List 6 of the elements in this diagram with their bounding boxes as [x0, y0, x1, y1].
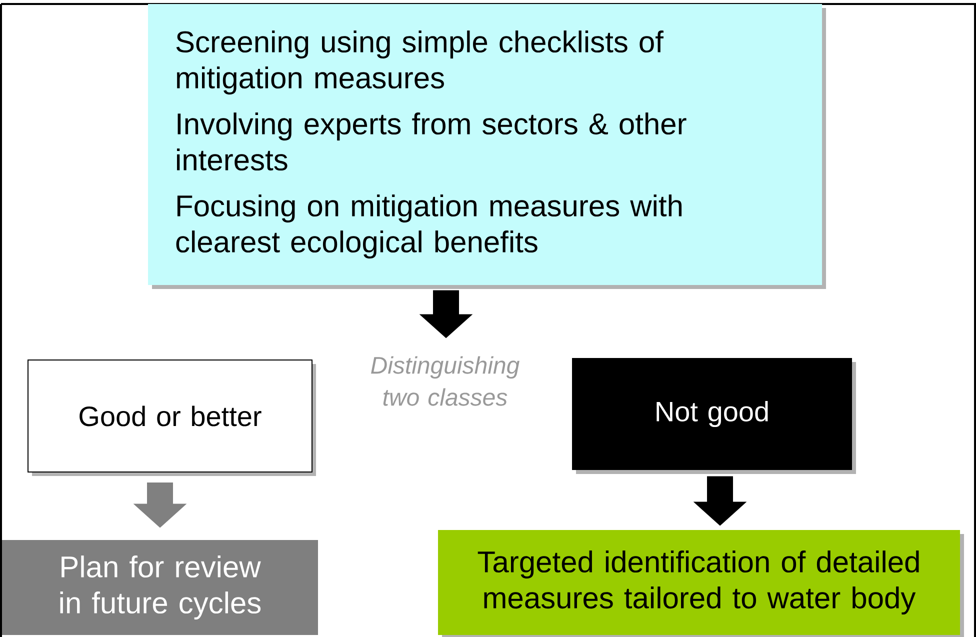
- class-box: Good or better: [28, 360, 316, 476]
- outcome-box: Plan for review in future cycles: [2, 540, 318, 635]
- note-text: Distinguishing two classes: [371, 356, 520, 406]
- class-box: Not good: [572, 358, 856, 474]
- checklist-box: Screening using simple checklists of mitigation measures Involving experts from sectors & other interests Focusing on mitigation measures with clearest ecological benefits: [148, 4, 826, 289]
- outcome-box: Targeted identification of detailed measures tailored to water body: [438, 530, 964, 637]
